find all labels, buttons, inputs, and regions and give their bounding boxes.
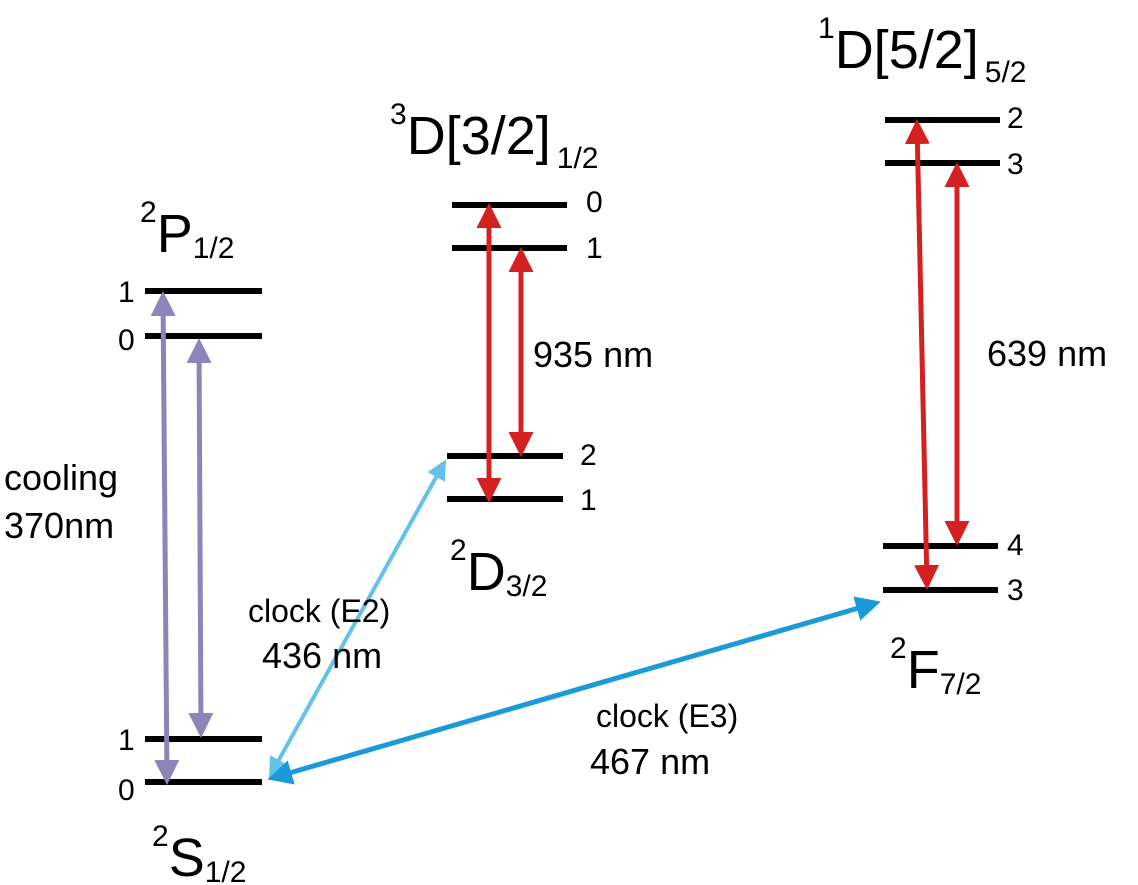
- term-s12-label: 2S1/2: [152, 820, 246, 885]
- clock-e2-label-line1: clock (E2): [248, 593, 390, 629]
- term-f72: 4 3 2F7/2: [883, 529, 1024, 701]
- repump-935-transition: 935 nm: [476, 203, 653, 503]
- cooling-arrow-2: [186, 338, 214, 738]
- repump-639-transition: 639 nm: [904, 119, 1107, 590]
- cooling-label-line2: 370nm: [4, 505, 114, 546]
- term-p12-label: 2P1/2: [140, 196, 234, 265]
- clock-e2-transition: clock (E2) 436 nm: [248, 459, 446, 778]
- level-d3-32-f1-label: 1: [586, 232, 603, 265]
- term-d32-label: 2D3/2: [450, 534, 547, 603]
- level-f72-f4-label: 4: [1007, 529, 1024, 562]
- term-p12: 1 0 2P1/2: [118, 196, 262, 357]
- term-d1-52: 2 3 1D[5/2]5/2: [818, 12, 1026, 181]
- clock-e3-label-line2: 467 nm: [590, 741, 710, 782]
- clock-e3-arrow: [267, 596, 881, 785]
- level-d1-52-f3-label: 3: [1007, 148, 1024, 181]
- clock-e3-transition: clock (E3) 467 nm: [267, 596, 881, 785]
- term-d32: 2 1 2D3/2: [447, 439, 597, 603]
- cooling-label-line1: cooling: [4, 457, 118, 498]
- level-d32-f1-label: 1: [580, 484, 597, 517]
- repump-639-label: 639 nm: [987, 333, 1107, 374]
- level-d32-f2-label: 2: [580, 439, 597, 472]
- level-s12-f1-label: 1: [118, 724, 135, 757]
- cooling-transition: cooling 370nm: [4, 291, 214, 785]
- clock-e2-label-line2: 436 nm: [262, 635, 382, 676]
- level-f72-f3-label: 3: [1007, 574, 1024, 607]
- level-d1-52-f2-label: 2: [1007, 102, 1024, 135]
- cooling-arrow-1: [150, 291, 180, 785]
- term-d1-52-label: 1D[5/2]5/2: [818, 12, 1026, 89]
- level-d3-32-f0-label: 0: [586, 186, 603, 219]
- term-d3-32: 0 1 3D[3/2]1/2: [390, 98, 603, 265]
- level-p12-f0-label: 0: [118, 324, 135, 357]
- term-s12: 1 0 2S1/2: [118, 724, 262, 885]
- clock-e3-label-line1: clock (E3): [596, 698, 738, 734]
- level-p12-f1-label: 1: [118, 276, 135, 309]
- term-d3-32-label: 3D[3/2]1/2: [390, 98, 598, 175]
- repump-639-arrow-1: [904, 119, 940, 590]
- repump-935-label: 935 nm: [533, 334, 653, 375]
- term-f72-label: 2F7/2: [890, 632, 981, 701]
- level-s12-f0-label: 0: [118, 774, 135, 807]
